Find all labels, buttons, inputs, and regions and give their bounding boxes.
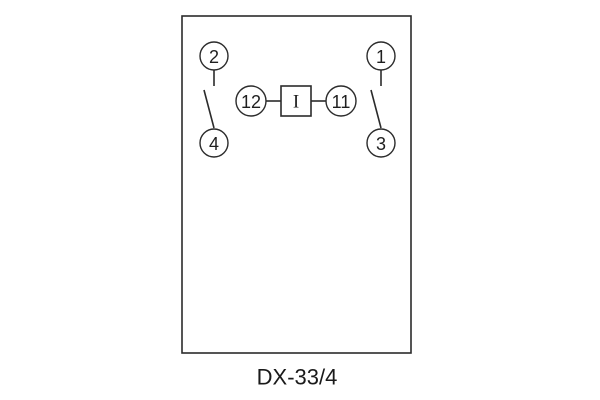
relay-housing-outline <box>181 15 412 354</box>
terminal-11-label: 11 <box>332 92 351 112</box>
model-label: DX-33/4 <box>257 365 338 390</box>
terminal-1: 1 <box>366 41 396 71</box>
terminal-11: 11 <box>325 85 357 117</box>
contact-1-3-blade <box>370 89 382 129</box>
terminal-1-label: 1 <box>376 47 386 67</box>
contact-2-4-blade <box>203 89 215 129</box>
coil-element <box>280 85 312 117</box>
terminal-12-label: 12 <box>241 92 261 112</box>
coil-label: I <box>293 92 299 113</box>
terminal-4-label: 4 <box>209 134 219 154</box>
terminal-3: 3 <box>366 128 396 158</box>
terminal-4: 4 <box>199 128 229 158</box>
terminal-3-label: 3 <box>376 134 386 154</box>
terminal-2-label: 2 <box>209 47 219 67</box>
terminal-2: 2 <box>199 41 229 71</box>
terminal-12: 12 <box>235 85 267 117</box>
